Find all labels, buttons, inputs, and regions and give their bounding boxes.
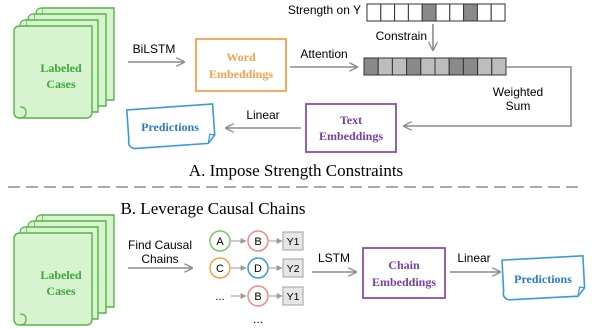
chain-node-second xyxy=(247,230,269,252)
attention-cell xyxy=(420,57,436,76)
strength-cell xyxy=(463,3,478,22)
strength-cell xyxy=(380,3,396,22)
linear-label-a: Linear xyxy=(246,108,279,122)
attention-cell xyxy=(406,57,422,76)
text-embeddings-box xyxy=(305,103,397,153)
chain-node-second-label: B xyxy=(254,236,261,248)
weighted-sum-arrow xyxy=(404,66,572,126)
strength-cell xyxy=(394,3,409,22)
chain-node-first-label: A xyxy=(216,236,224,248)
attention-cell xyxy=(391,57,408,76)
chain-outcome-label: Y1 xyxy=(287,236,300,248)
labeled-cases-stack-a xyxy=(13,7,115,119)
strength-vector xyxy=(366,3,506,22)
text-embeddings-line2: Embeddings xyxy=(319,129,383,143)
labeled-cases-a-line1: Labeled xyxy=(40,61,82,75)
strength-label: Strength on Y xyxy=(288,3,361,17)
predictions-label-a: Predictions xyxy=(141,120,199,134)
attention-cell xyxy=(377,57,393,76)
section-b-title: B. Leverage Causal Chains xyxy=(120,199,305,218)
attention-vector xyxy=(363,57,507,76)
chain-outcome-box xyxy=(282,258,304,278)
labeled-cases-b-line2: Cases xyxy=(46,284,76,298)
constrain-label: Constrain xyxy=(376,29,427,43)
section-b: B. Leverage Causal Chains Labeled Cases xyxy=(13,199,586,326)
bilstm-label: BiLSTM xyxy=(133,42,176,56)
predictions-fold-a xyxy=(207,133,215,144)
weighted-sum-line1: Weighted xyxy=(493,85,543,99)
attention-cell xyxy=(462,57,479,76)
find-chains-line2: Chains xyxy=(141,252,178,266)
linear-label-b: Linear xyxy=(457,251,490,265)
chain-embeddings-box xyxy=(362,247,446,299)
chain-outcome-box xyxy=(282,286,304,306)
strength-cell xyxy=(449,3,465,22)
labeled-cases-stack-b xyxy=(13,214,115,326)
predictions-fold-b xyxy=(577,286,585,297)
chain-outcome-label: Y1 xyxy=(287,291,300,303)
chain-node-second xyxy=(247,257,269,279)
chain-embeddings-line2: Embeddings xyxy=(372,275,436,289)
chain-node-first xyxy=(209,230,231,252)
lstm-label: LSTM xyxy=(318,251,350,265)
section-a-title: A. Impose Strength Constraints xyxy=(189,161,403,180)
section-a: Labeled Cases BiLSTM Word Embeddings Att… xyxy=(13,3,572,180)
attention-cell xyxy=(477,57,493,76)
attention-cell xyxy=(448,57,464,76)
word-embeddings-line2: Embeddings xyxy=(209,67,273,81)
chain-node-second-label: D xyxy=(254,263,262,275)
chain-outcome-box xyxy=(282,231,304,251)
chain-node-second xyxy=(247,285,269,307)
strength-cell xyxy=(366,3,382,22)
predictions-box-b xyxy=(501,255,586,301)
chain-node-first-label: C xyxy=(216,263,224,275)
text-embeddings-line1: Text xyxy=(340,113,362,127)
attention-label: Attention xyxy=(300,47,347,61)
labeled-cases-a-line2: Cases xyxy=(46,77,76,91)
scroll-page-front xyxy=(13,25,93,119)
strength-cell xyxy=(476,3,492,22)
chain-node-second-label: B xyxy=(254,291,261,303)
strength-cell xyxy=(407,3,423,22)
chain-embeddings-line1: Chain xyxy=(388,258,420,272)
scroll-page-front xyxy=(13,232,93,326)
attention-cell xyxy=(363,57,379,76)
chain-node-first xyxy=(209,257,231,279)
attention-cell xyxy=(434,57,450,76)
weighted-sum-line2: Sum xyxy=(506,99,531,113)
chain-outcome-label: Y2 xyxy=(287,263,300,275)
chains-ellipsis-bottom: ... xyxy=(253,312,263,326)
predictions-box-a xyxy=(125,103,216,150)
word-embeddings-line1: Word xyxy=(226,50,256,64)
strength-cell xyxy=(421,3,437,22)
word-embeddings-box xyxy=(195,38,287,92)
labeled-cases-b-line1: Labeled xyxy=(40,268,82,282)
strength-cell xyxy=(490,3,506,22)
chain-node-first-label: ... xyxy=(215,291,224,303)
strength-cell xyxy=(435,3,451,22)
predictions-label-b: Predictions xyxy=(514,272,572,286)
find-chains-line1: Find Causal xyxy=(128,238,192,252)
attention-cell xyxy=(491,57,507,76)
